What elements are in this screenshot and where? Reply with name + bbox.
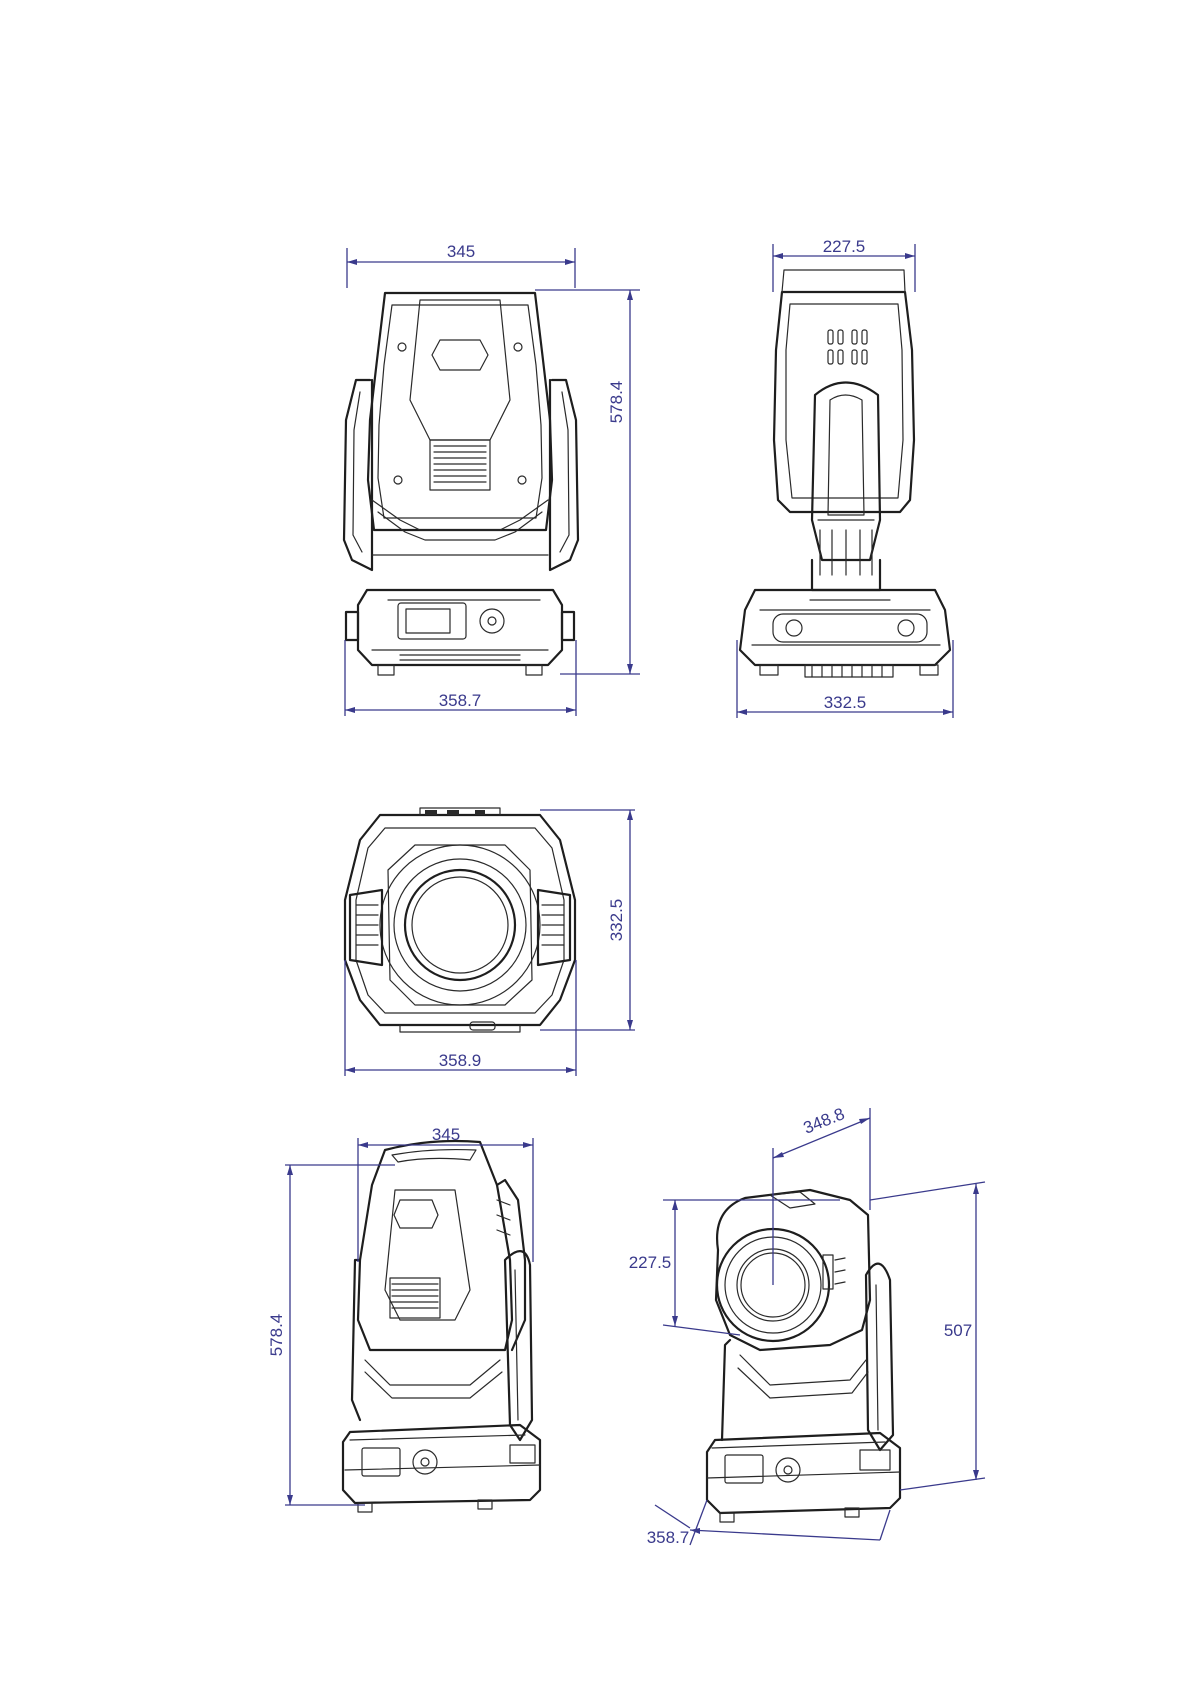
front-dimension-base-width: 358.7 (345, 640, 576, 716)
top-view: 332.5 358.9 (345, 808, 635, 1076)
isometric-left-fixture-drawing (343, 1141, 540, 1512)
dimension-label-iso-right-height: 507 (944, 1321, 972, 1340)
top-view-fixture-drawing (345, 808, 575, 1032)
dimension-label-iso-left-top-width: 345 (432, 1125, 460, 1144)
dimension-label-side-base-width: 332.5 (824, 693, 867, 712)
dimension-label-iso-right-depth: 348.8 (801, 1104, 848, 1138)
top-dimension-width: 358.9 (345, 960, 576, 1076)
iso-right-dimension-base: 358.7 (647, 1500, 890, 1547)
dimension-label-front-base-width: 358.7 (439, 691, 482, 710)
front-view: 345 578.4 358.7 (344, 242, 640, 716)
dimension-label-iso-left-height: 578.4 (267, 1314, 286, 1357)
isometric-right-view: 348.8 227.5 507 358.7 (629, 1104, 985, 1547)
iso-left-dimension-height: 578.4 (267, 1165, 395, 1505)
side-view: 227.5 332.5 (737, 237, 953, 718)
dimension-label-top-width: 358.9 (439, 1051, 482, 1070)
side-dimension-top-width: 227.5 (773, 237, 915, 292)
dimension-label-top-height: 332.5 (607, 899, 626, 942)
dimension-label-iso-right-base: 358.7 (647, 1528, 690, 1547)
dimension-label-front-height: 578.4 (607, 381, 626, 424)
iso-right-dimension-head-height: 227.5 (629, 1200, 840, 1335)
dimension-label-side-top-width: 227.5 (823, 237, 866, 256)
isometric-left-view: 345 578.4 (267, 1125, 540, 1512)
side-view-fixture-drawing (740, 270, 950, 677)
front-dimension-top-width: 345 (347, 242, 575, 288)
isometric-right-fixture-drawing (707, 1190, 900, 1522)
iso-right-dimension-height: 507 (870, 1182, 985, 1490)
top-dimension-height: 332.5 (540, 810, 635, 1030)
dimension-label-front-top-width: 345 (447, 242, 475, 261)
front-view-fixture-drawing (344, 293, 578, 675)
side-dimension-base-width: 332.5 (737, 640, 953, 718)
dimension-label-iso-right-head-height: 227.5 (629, 1253, 672, 1272)
